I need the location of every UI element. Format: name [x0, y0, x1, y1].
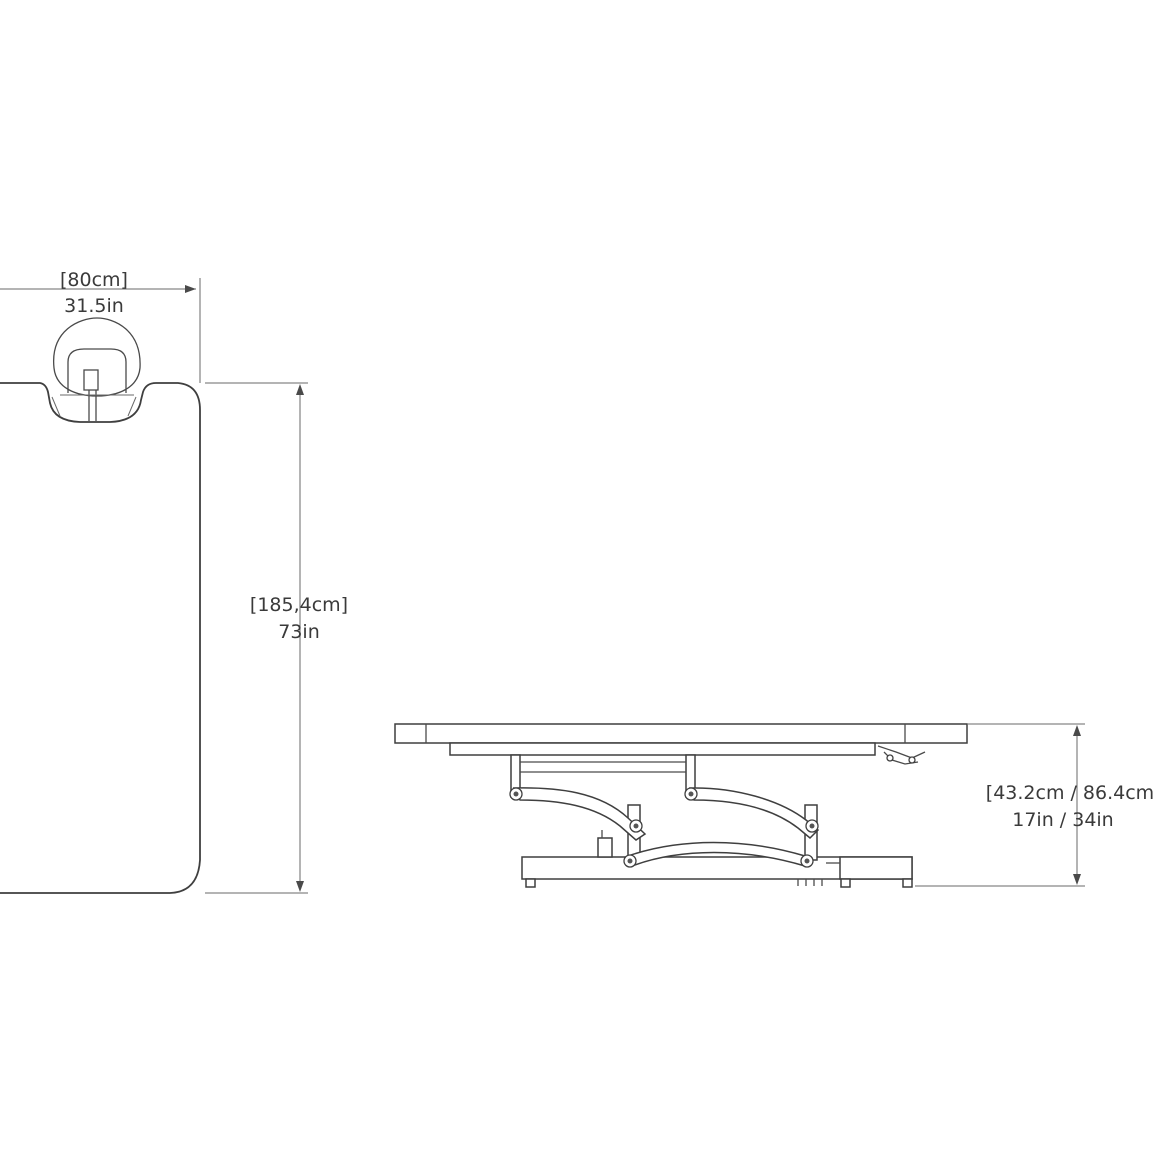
- length-metric-label: [185,4cm]: [250, 594, 348, 616]
- head-mechanism: [877, 745, 926, 765]
- under-frame: [449, 742, 876, 756]
- width-dimension-line: [0, 278, 201, 383]
- length-dimension-line: [205, 382, 308, 894]
- height-imperial-label: 17in / 34in: [1012, 809, 1113, 831]
- left-lift-arm: [512, 787, 647, 841]
- table-top-outline: [0, 382, 201, 894]
- width-imperial-label: 31.5in: [64, 295, 124, 317]
- width-metric-label: [80cm]: [60, 269, 128, 291]
- table-top-slab: [394, 723, 968, 744]
- height-dimension-line: [915, 723, 1085, 887]
- length-imperial-label: 73in: [278, 621, 320, 643]
- actuator: [597, 837, 613, 858]
- side-view: [43.2cm / 86.4cm 17in / 34in: [394, 723, 1154, 888]
- height-metric-label: [43.2cm / 86.4cm: [986, 782, 1154, 804]
- headrest-icon: [51, 317, 141, 421]
- right-lift-arm: [688, 787, 820, 840]
- pivot-joints: [509, 787, 819, 868]
- top-view: [80cm] 31.5in [185,4cm] 73in: [0, 269, 348, 894]
